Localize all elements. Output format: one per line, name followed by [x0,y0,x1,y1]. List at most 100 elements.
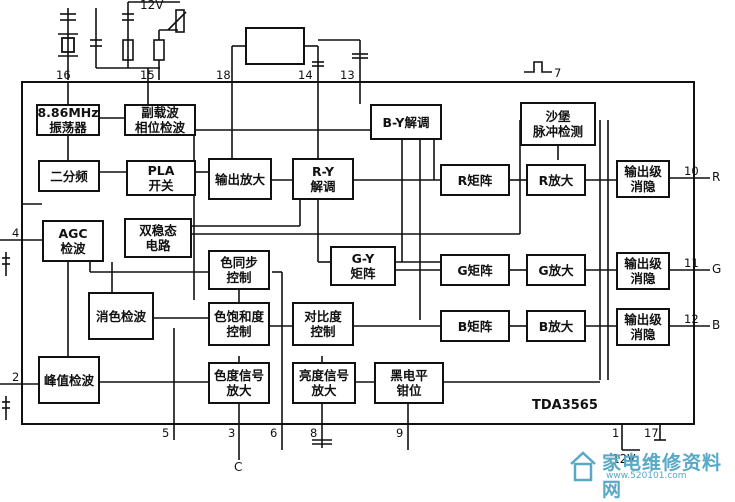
output-c-label: C [234,460,243,474]
pin-8-label: 8 [310,426,318,440]
black-clamp-line1: 黑电平 [390,368,428,383]
g-amp-line1: G放大 [538,262,574,278]
pla-line1: PLA [147,163,175,178]
subcarrier-phase-line2: 相位检波 [134,120,185,135]
pin-3-label: 3 [228,426,236,440]
pin-9-label: 9 [396,426,404,440]
bistable-line1: 双稳态 [139,223,177,238]
black-clamp-line2: 钳位 [396,383,422,398]
watermark-url: www.520101.com [606,471,687,481]
out-blank-r-line2: 消隐 [630,179,656,194]
contrast-line1: 对比度 [304,309,342,324]
killer-block: 消色检波 [88,292,154,340]
osc-block: 8.86MHz 振荡器 [36,104,100,136]
out-blank-b-line1: 输出级 [624,312,662,327]
by-demod-block: B-Y解调 [370,104,442,140]
by-line1: B-Y解调 [382,114,430,130]
r-matrix-line1: R矩阵 [457,172,493,188]
luma-amp-line1: 亮度信号 [298,368,349,383]
pin-4-label: 4 [12,226,20,240]
out-blank-b-block: 输出级 消隐 [616,308,670,346]
pin-10-label: 10 [684,164,699,178]
ry-line1: R-Y [311,164,335,179]
sandcastle-block: 沙堡 脉冲检测 [520,102,596,146]
supply-bottom-label: 12V [612,452,636,466]
out-amp-line1: 输出放大 [214,171,265,187]
color-sync-line2: 控制 [226,270,252,285]
osc-line2: 振荡器 [49,120,87,135]
bistable-block: 双稳态 电路 [124,218,192,258]
supply-top-label: 12V [140,0,164,12]
sandcastle-line1: 沙堡 [545,109,571,124]
pin-13-label: 13 [340,68,355,82]
output-b-label: B [712,318,721,332]
out-blank-g-line1: 输出级 [624,256,662,271]
gy-line1: G-Y [351,251,375,266]
g-amp-block: G放大 [526,254,586,286]
out-amp-block: 输出放大 [208,158,272,200]
chroma-amp-line1: 色度信号 [213,368,264,383]
out-blank-r-line1: 输出级 [624,164,662,179]
agc-block: AGC 检波 [42,220,104,262]
pla-block: PLA 开关 [126,160,196,196]
pin-14-label: 14 [298,68,313,82]
subcarrier-phase-block: 副载波 相位检波 [124,104,196,136]
pin-2-label: 2 [12,370,20,384]
pin-18-label: 18 [216,68,231,82]
killer-line1: 消色检波 [95,308,146,324]
pin-15-label: 15 [140,68,155,82]
contrast-block: 对比度 控制 [292,302,354,346]
pin-6-label: 6 [270,426,278,440]
watermark: 家电维修资料网 www.520101.com [566,448,732,501]
agc-line1: AGC [58,226,88,241]
saturation-block: 色饱和度 控制 [208,302,270,346]
pin-16-label: 16 [56,68,71,82]
pin-5-label: 5 [162,426,170,440]
output-r-label: R [712,170,721,184]
b-matrix-block: B矩阵 [440,310,510,342]
house-logo-icon [570,451,596,482]
r-amp-line1: R放大 [538,172,574,188]
out-blank-r-block: 输出级 消隐 [616,160,670,198]
pin-1-label: 1 [612,426,620,440]
pla-line2: 开关 [148,178,174,193]
pin-7-label: 7 [554,66,562,80]
peak-line1: 峰值检波 [43,372,94,388]
chip-name: TDA3565 [532,398,598,413]
b-amp-block: B放大 [526,310,586,342]
color-sync-line1: 色同步 [220,255,258,270]
black-clamp-block: 黑电平 钳位 [374,362,444,404]
pin-12-label: 12 [684,312,699,326]
div2-line1: 二分频 [50,168,88,184]
output-g-label: G [712,262,722,276]
out-blank-g-line2: 消隐 [630,271,656,286]
color-sync-block: 色同步 控制 [208,250,270,290]
gy-matrix-block: G-Y 矩阵 [330,246,396,286]
r-matrix-block: R矩阵 [440,164,510,196]
wiring [0,1,710,460]
luma-amp-line2: 放大 [311,383,337,398]
out-blank-b-line2: 消隐 [630,327,656,342]
osc-line1: 8.86MHz [37,105,99,120]
sandcastle-line2: 脉冲检测 [532,124,583,139]
pin-11-label: 11 [684,256,699,270]
ic-outline [21,81,695,425]
saturation-line2: 控制 [226,324,252,339]
g-matrix-block: G矩阵 [440,254,510,286]
saturation-line1: 色饱和度 [213,309,264,324]
agc-line2: 检波 [60,241,86,256]
out-blank-g-block: 输出级 消隐 [616,252,670,290]
g-matrix-line1: G矩阵 [457,262,493,278]
pin-17-label: 17 [644,426,659,440]
ry-line2: 解调 [310,179,336,194]
div2-block: 二分频 [38,160,100,192]
contrast-line2: 控制 [310,324,336,339]
peak-block: 峰值检波 [38,356,100,404]
r-amp-block: R放大 [526,164,586,196]
b-amp-line1: B放大 [538,318,574,334]
bistable-line2: 电路 [145,238,171,253]
ry-demod-block: R-Y 解调 [292,158,354,200]
gy-line2: 矩阵 [350,266,376,281]
chroma-amp-block: 色度信号 放大 [208,362,270,404]
